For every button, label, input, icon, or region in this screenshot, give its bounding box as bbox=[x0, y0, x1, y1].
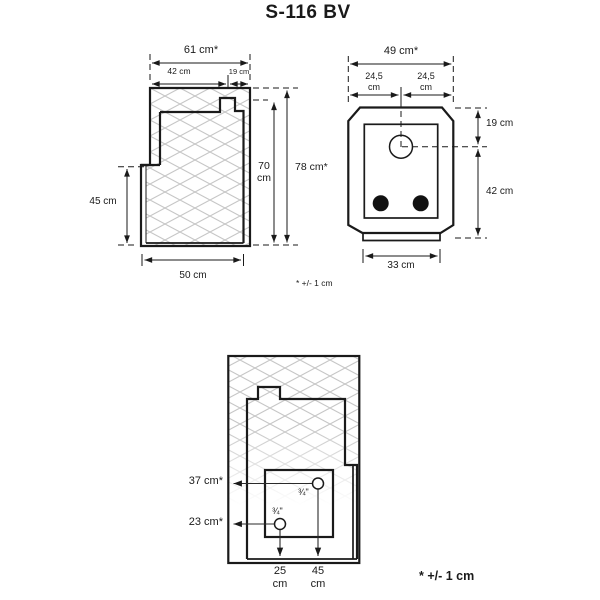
dim-label-height-front: 45 cm bbox=[89, 196, 117, 207]
front-view-drawing bbox=[347, 56, 487, 263]
side-view-body-left-edge bbox=[141, 112, 162, 167]
ext-lines-61 bbox=[149, 54, 251, 84]
dim-label-height-total: 78 cm* bbox=[295, 161, 328, 173]
page-title: S-116 BV bbox=[265, 2, 351, 23]
dim-label-width-total-side: 61 cm* bbox=[183, 44, 219, 56]
dim-label-flue-from-top: 19 cm bbox=[486, 118, 514, 129]
rear-view-drawing bbox=[227, 354, 361, 565]
dim-label-lower-conn-offset: 25 cm bbox=[272, 565, 288, 590]
dim-label-upper-conn-offset: 45 cm bbox=[310, 565, 326, 590]
dim-label-height-body: 70 cm bbox=[257, 160, 271, 185]
dim-label-half-left: 24,5 cm bbox=[365, 71, 383, 92]
front-view-base bbox=[362, 233, 441, 242]
dim-label-base-width: 33 cm bbox=[387, 260, 415, 271]
ticks-50 bbox=[141, 254, 244, 266]
side-view-body-outline bbox=[160, 96, 245, 243]
dim-label-width-body: 42 cm bbox=[167, 66, 191, 76]
side-view-drawing bbox=[118, 54, 298, 266]
rear-view-body-outline bbox=[245, 385, 359, 559]
thread-label-upper: ¾" bbox=[298, 486, 309, 497]
thread-label-lower: ¾" bbox=[272, 506, 283, 516]
air-vent-left-circle bbox=[372, 195, 389, 212]
dim-label-width-flue: 19 cm bbox=[228, 66, 250, 76]
rear-view-hatch bbox=[228, 356, 359, 563]
air-vent-right-circle bbox=[412, 195, 429, 212]
dim-label-width-total-front: 49 cm* bbox=[383, 45, 419, 57]
lower-connection-circle bbox=[273, 517, 287, 531]
ext-lines-70-78 bbox=[253, 87, 298, 246]
ext-lines-19-42 bbox=[455, 107, 487, 239]
rear-view-outer-outline bbox=[227, 354, 361, 565]
upper-connection-circle bbox=[311, 477, 325, 490]
tolerance-note-top: * +/- 1 cm bbox=[296, 278, 333, 288]
dim-label-depth-bottom: 50 cm bbox=[179, 270, 207, 281]
ext-lines-49 bbox=[347, 56, 454, 103]
side-view-hatch bbox=[146, 88, 250, 246]
connection-box bbox=[263, 468, 335, 539]
dim-label-upper-conn-height: 37 cm* bbox=[188, 475, 223, 487]
tolerance-note-bottom: * +/- 1 cm bbox=[419, 569, 475, 583]
rear-view-body-inner-lines bbox=[247, 465, 357, 560]
dim-label-flue-to-floor: 42 cm bbox=[486, 186, 514, 197]
dim-label-lower-conn-height: 23 cm* bbox=[188, 515, 223, 528]
ticks-33 bbox=[362, 249, 441, 263]
dim-label-half-right: 24,5 cm bbox=[417, 71, 435, 92]
ext-lines-45 bbox=[118, 166, 148, 246]
